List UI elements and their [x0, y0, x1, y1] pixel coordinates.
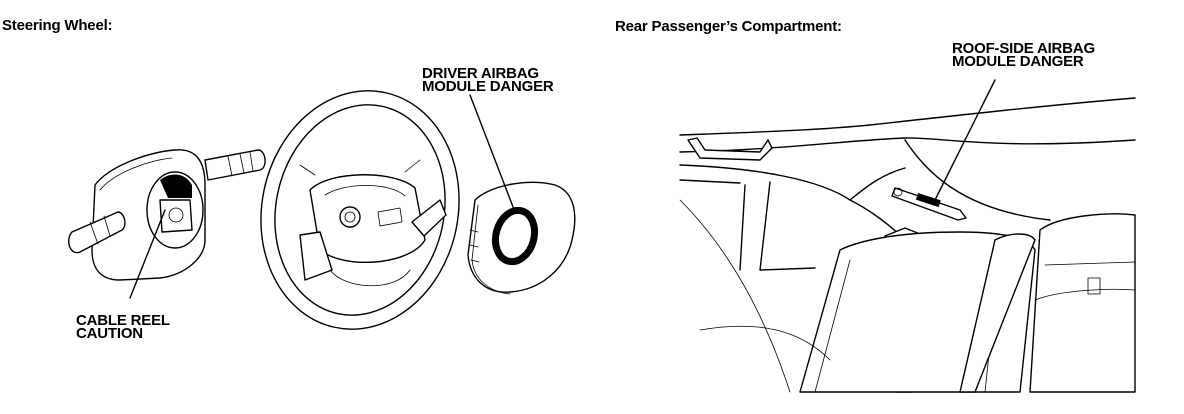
cable-reel-leader	[129, 209, 166, 299]
driver-airbag-leader	[469, 94, 516, 213]
driver-airbag-label: DRIVER AIRBAG MODULE DANGER	[422, 65, 554, 95]
roof-side-airbag-label: ROOF-SIDE AIRBAG MODULE DANGER	[952, 40, 1095, 70]
steering-wheel	[260, 90, 460, 330]
cable-reel-label: CABLE REEL CAUTION	[76, 312, 170, 342]
rear-compartment	[679, 79, 1136, 393]
steering-column-assembly	[68, 149, 266, 299]
rear-compartment-heading: Rear Passenger’s Compartment:	[615, 18, 842, 35]
steering-wheel-heading: Steering Wheel:	[2, 17, 113, 34]
driver-airbag-module	[467, 94, 576, 295]
roof-side-airbag-leader	[934, 79, 996, 201]
